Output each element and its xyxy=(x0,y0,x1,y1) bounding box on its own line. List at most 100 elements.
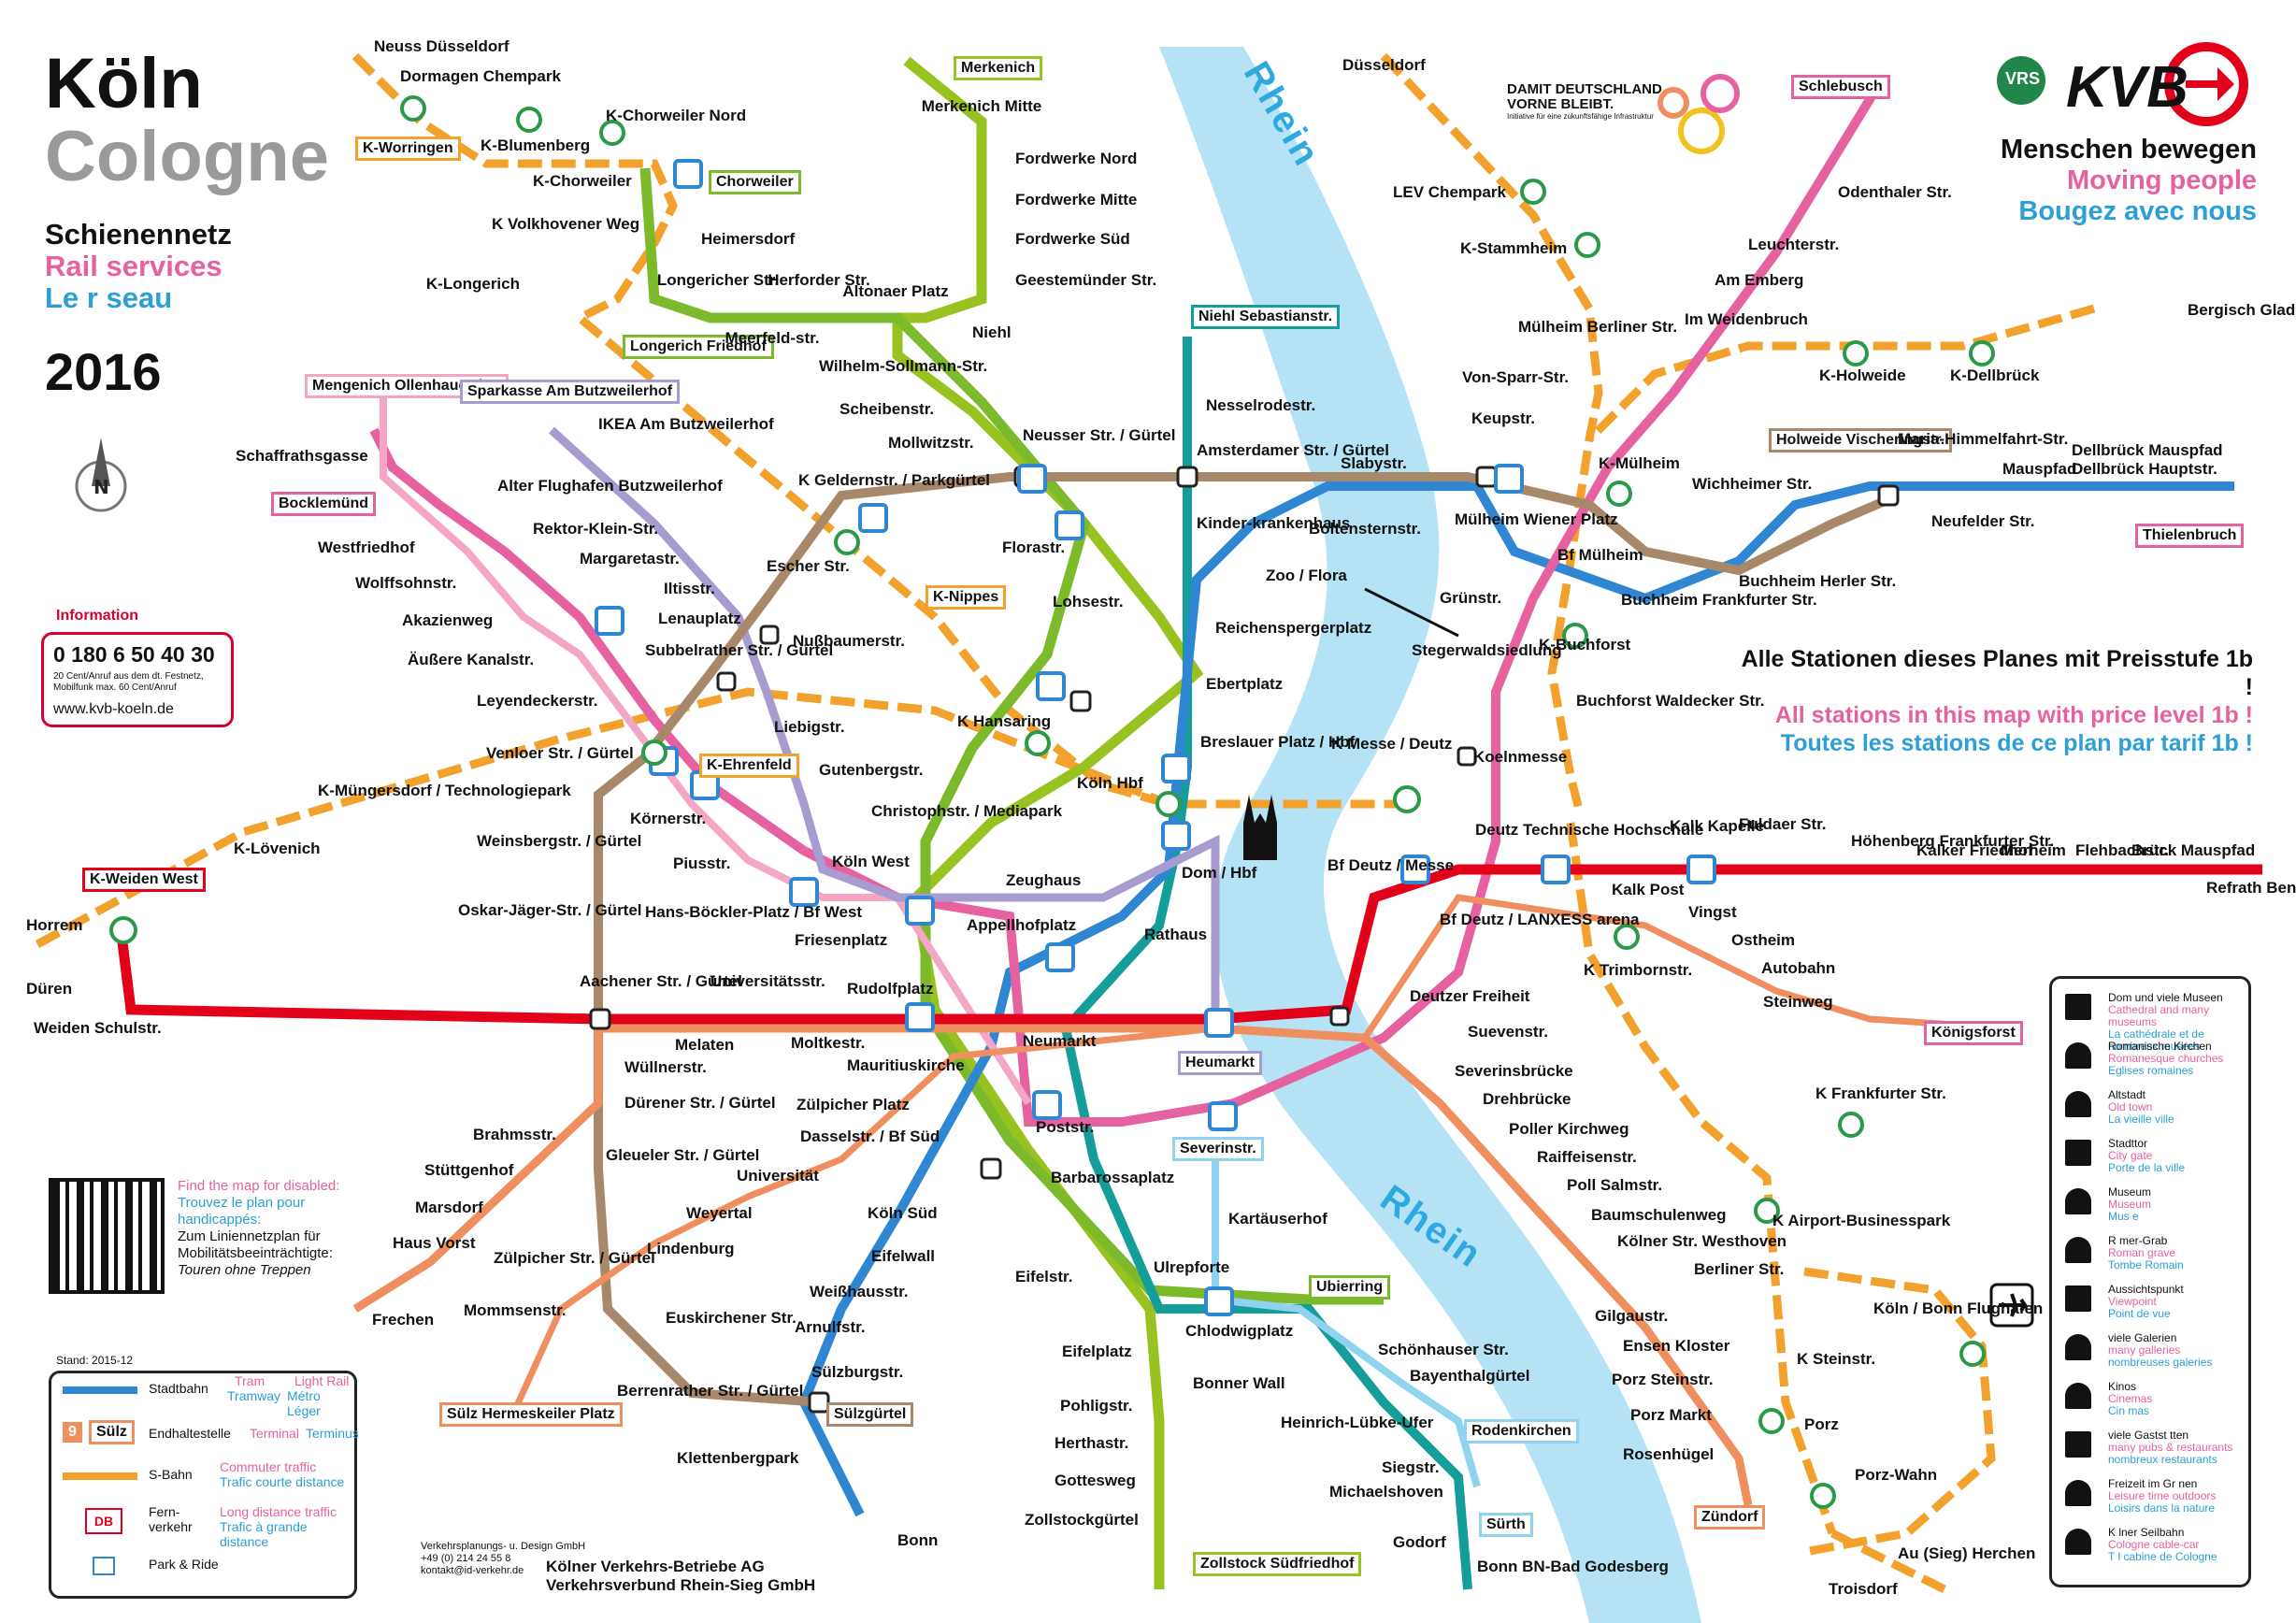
station-label[interactable]: Longerich Friedhof xyxy=(623,335,774,359)
station-label[interactable]: Oskar-Jäger-Str. / Gürtel xyxy=(458,901,642,919)
station-label[interactable]: Bergisch Gladbach xyxy=(2188,301,2296,319)
station-label[interactable]: Herforder Str. xyxy=(768,271,870,289)
station-label[interactable]: Schlebusch xyxy=(1791,75,1890,99)
station-label[interactable]: Am Emberg xyxy=(1715,271,1804,289)
station-label[interactable]: Refrath Bensberg xyxy=(2206,879,2296,897)
station-label[interactable]: Longericher Str. xyxy=(656,271,780,289)
station-label[interactable]: Wüllnerstr. xyxy=(624,1058,707,1076)
station-label[interactable]: Westfriedhof xyxy=(318,539,415,556)
station-label[interactable]: Dürener Str. / Gürtel xyxy=(624,1094,776,1112)
station-label[interactable]: K Volkhovener Weg xyxy=(492,215,640,233)
station-label[interactable]: Weyertal xyxy=(686,1204,753,1222)
station-label[interactable]: Von-Sparr-Str. xyxy=(1462,368,1569,386)
station-label[interactable]: Düsseldorf xyxy=(1342,56,1426,74)
station-label[interactable]: Keupstr. xyxy=(1471,409,1536,427)
station-label[interactable]: Porz xyxy=(1804,1415,1839,1433)
station-label[interactable]: Herthastr. xyxy=(1055,1434,1129,1452)
station-label[interactable]: Köln Süd xyxy=(868,1204,938,1222)
station-label[interactable]: K Hansaring xyxy=(957,712,1052,730)
station-label[interactable]: Kalk Kapelle xyxy=(1670,817,1765,835)
station-label[interactable]: Brück Mauspfad xyxy=(2131,841,2256,859)
station-label[interactable]: K Frankfurter Str. xyxy=(1815,1084,1946,1102)
station-label[interactable]: Fordwerke Nord xyxy=(1015,150,1138,167)
station-label[interactable]: Heumarkt xyxy=(1178,1051,1262,1075)
station-label[interactable]: Leuchterstr. xyxy=(1748,236,1840,253)
station-label[interactable]: Drehbrücke xyxy=(1483,1090,1571,1108)
station-label[interactable]: Suevenstr. xyxy=(1468,1023,1548,1041)
station-label[interactable]: Kartäuserhof xyxy=(1228,1210,1327,1228)
station-label[interactable]: Höhenberg Frankfurter Str. xyxy=(1851,832,2055,850)
station-label[interactable]: Stüttgenhof xyxy=(424,1161,514,1179)
station-label[interactable]: Hans-Böckler-Platz / Bf West xyxy=(645,903,863,921)
station-label[interactable]: K-Nippes xyxy=(926,585,1007,610)
station-label[interactable]: Dormagen Chempark xyxy=(400,67,561,85)
station-label[interactable]: Klettenbergpark xyxy=(677,1449,799,1467)
station-label[interactable]: Rodenkirchen xyxy=(1464,1419,1579,1443)
station-label[interactable]: Gleueler Str. / Gürtel xyxy=(606,1146,760,1164)
station-label[interactable]: K-Mülheim xyxy=(1599,454,1680,472)
station-label[interactable]: Zündorf xyxy=(1694,1505,1766,1530)
station-label[interactable]: Gilgaustr. xyxy=(1595,1307,1669,1325)
station-label[interactable]: K-Buchforst xyxy=(1539,636,1631,654)
station-label[interactable]: Stegerwaldsiedlung xyxy=(1412,641,1562,659)
station-label[interactable]: Heimersdorf xyxy=(701,230,796,248)
station-label[interactable]: Holweide Vischeringstr. xyxy=(1769,428,1953,452)
station-label[interactable]: Melaten xyxy=(675,1036,735,1054)
station-label[interactable]: Weiden Schulstr. xyxy=(34,1019,162,1037)
station-label[interactable]: Porz Markt xyxy=(1630,1406,1712,1424)
station-label[interactable]: Bf Mülheim xyxy=(1557,546,1643,564)
station-label[interactable]: Geestemünder Str. xyxy=(1015,271,1157,289)
station-label[interactable]: Ulrepforte xyxy=(1154,1258,1230,1276)
station-label[interactable]: Köln / Bonn Flughafen xyxy=(1873,1300,2044,1317)
station-label[interactable]: Berrenrather Str. / Gürtel xyxy=(617,1382,804,1400)
station-label[interactable]: Fordwerke Süd xyxy=(1015,230,1130,248)
station-label[interactable]: Merheim xyxy=(2001,841,2066,859)
station-label[interactable]: Schönhauser Str. xyxy=(1378,1341,1509,1358)
station-label[interactable]: Slabystr. xyxy=(1341,454,1407,472)
station-label[interactable]: Königsforst xyxy=(1924,1021,2023,1045)
station-label[interactable]: Rosenhügel xyxy=(1623,1445,1715,1463)
station-label[interactable]: Mülheim Berliner Str. xyxy=(1518,318,1678,336)
station-label[interactable]: Troisdorf xyxy=(1829,1580,1898,1598)
station-label[interactable]: Lohsestr. xyxy=(1053,593,1124,610)
station-label[interactable]: Wolffsohnstr. xyxy=(355,574,457,592)
station-label[interactable]: Lenauplatz xyxy=(658,610,741,627)
station-label[interactable]: Eifelwall xyxy=(871,1247,936,1265)
station-label[interactable]: Bonn xyxy=(897,1531,939,1549)
station-label[interactable]: Severinstr. xyxy=(1172,1137,1264,1161)
station-label[interactable]: Zoo / Flora xyxy=(1266,567,1347,584)
station-label[interactable]: Subbelrather Str. / Gürtel xyxy=(645,641,834,659)
station-label[interactable]: K Trimbornstr. xyxy=(1584,961,1693,979)
station-label[interactable]: Niehl xyxy=(972,323,1012,341)
station-label[interactable]: Aachener Str. / Gürtel xyxy=(580,972,742,990)
station-label[interactable]: Raiffeisenstr. xyxy=(1537,1148,1637,1166)
station-label[interactable]: Mollwitzstr. xyxy=(888,434,974,452)
station-label[interactable]: Bonner Wall xyxy=(1193,1374,1285,1392)
station-label[interactable]: K-Chorweiler xyxy=(533,172,632,190)
station-label[interactable]: Ubierring xyxy=(1309,1275,1391,1300)
station-label[interactable]: Schaffrathsgasse xyxy=(236,447,368,465)
station-label[interactable]: Frechen xyxy=(372,1311,435,1329)
station-label[interactable]: Sparkasse Am Butzweilerhof xyxy=(460,380,681,404)
station-label[interactable]: K-Holweide xyxy=(1819,366,1906,384)
station-label[interactable]: Wilhelm-Sollmann-Str. xyxy=(819,357,988,375)
info-web[interactable]: www.kvb-koeln.de xyxy=(53,701,174,717)
station-label[interactable]: Chorweiler xyxy=(709,170,801,194)
station-label[interactable]: Deutz Technische Hochschule xyxy=(1475,821,1704,839)
station-label[interactable]: Rudolfplatz xyxy=(847,980,934,998)
station-label[interactable]: Zülpicher Str. / Gürtel xyxy=(494,1249,655,1267)
station-label[interactable]: Vingst xyxy=(1688,903,1737,921)
station-label[interactable]: Rathaus xyxy=(1144,926,1208,943)
station-label[interactable]: Odenthaler Str. xyxy=(1838,183,1952,201)
station-label[interactable]: Siegstr. xyxy=(1382,1458,1440,1476)
station-label[interactable]: Porz Steinstr. xyxy=(1612,1371,1714,1388)
station-label[interactable]: Merkenich Mitte xyxy=(921,97,1042,115)
station-label[interactable]: Sülz Hermeskeiler Platz xyxy=(439,1402,623,1427)
station-label[interactable]: Kinder-krankenhaus xyxy=(1197,514,1351,532)
station-label[interactable]: Leyendeckerstr. xyxy=(477,692,598,710)
station-label[interactable]: Horrem xyxy=(26,916,83,934)
station-label[interactable]: K-Ehrenfeld xyxy=(699,754,799,778)
station-label[interactable]: Scheibenstr. xyxy=(839,400,935,418)
station-label[interactable]: Porz-Wahn xyxy=(1855,1466,1938,1484)
station-label[interactable]: Zeughaus xyxy=(1006,871,1082,889)
